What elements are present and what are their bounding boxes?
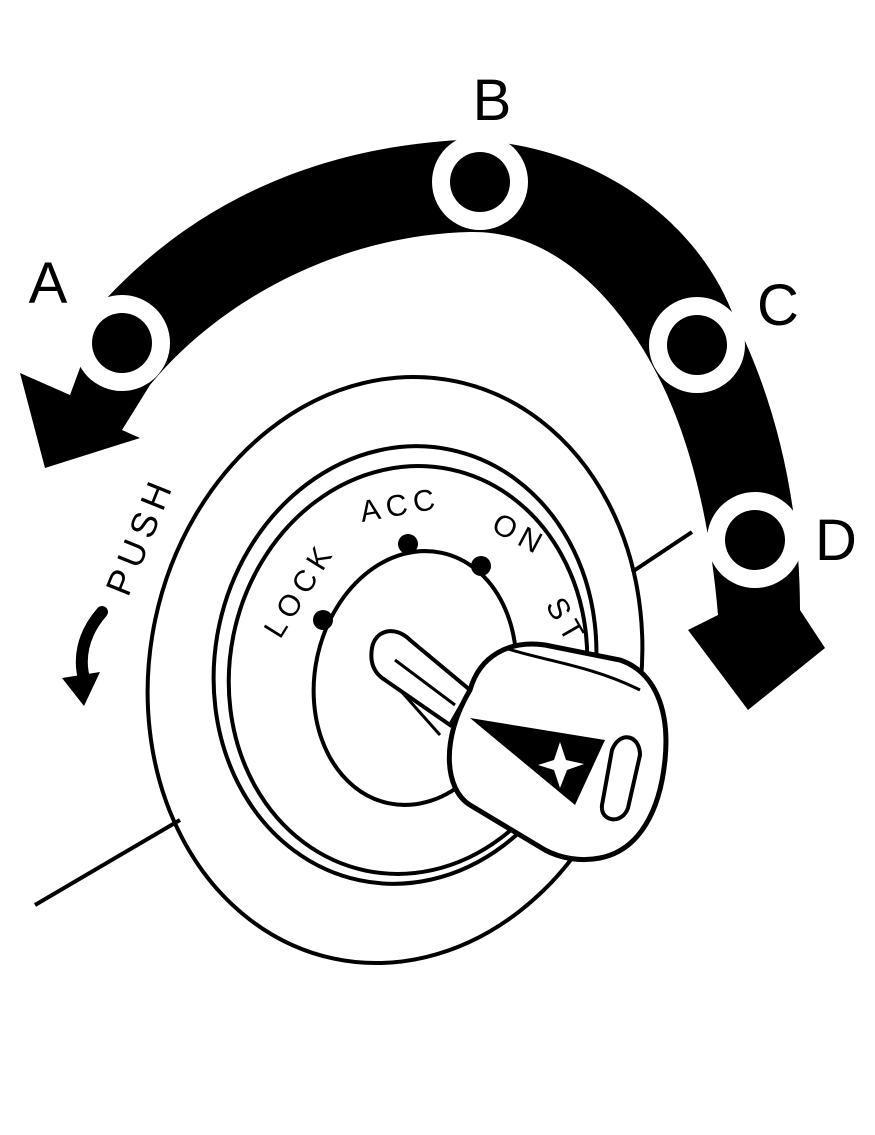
detent-dot-lock — [313, 610, 333, 630]
push-label: PUSH — [97, 471, 181, 601]
rotation-band — [20, 140, 825, 710]
panel-line-upper — [630, 530, 694, 574]
detent-dot-acc — [398, 534, 418, 554]
position-marker-d — [707, 492, 803, 588]
key-emblem-triangle — [470, 718, 605, 805]
position-marker-b — [432, 134, 528, 230]
position-marker-c — [649, 297, 745, 393]
position-letter-d: D — [815, 508, 857, 573]
push-arrow-icon — [62, 606, 108, 706]
key-emblem-star-icon — [538, 742, 584, 788]
panel-line-lower — [33, 818, 182, 907]
key-slot — [599, 735, 643, 822]
detent-dot-on — [471, 556, 491, 576]
position-marker-a — [74, 295, 170, 391]
key-head — [446, 641, 669, 863]
position-letter-b: B — [473, 68, 512, 133]
ring-label-acc: ACC — [357, 482, 443, 529]
ring-label-on: ON — [487, 507, 553, 563]
position-letter-c: C — [757, 273, 799, 338]
position-letter-a: A — [29, 251, 68, 316]
